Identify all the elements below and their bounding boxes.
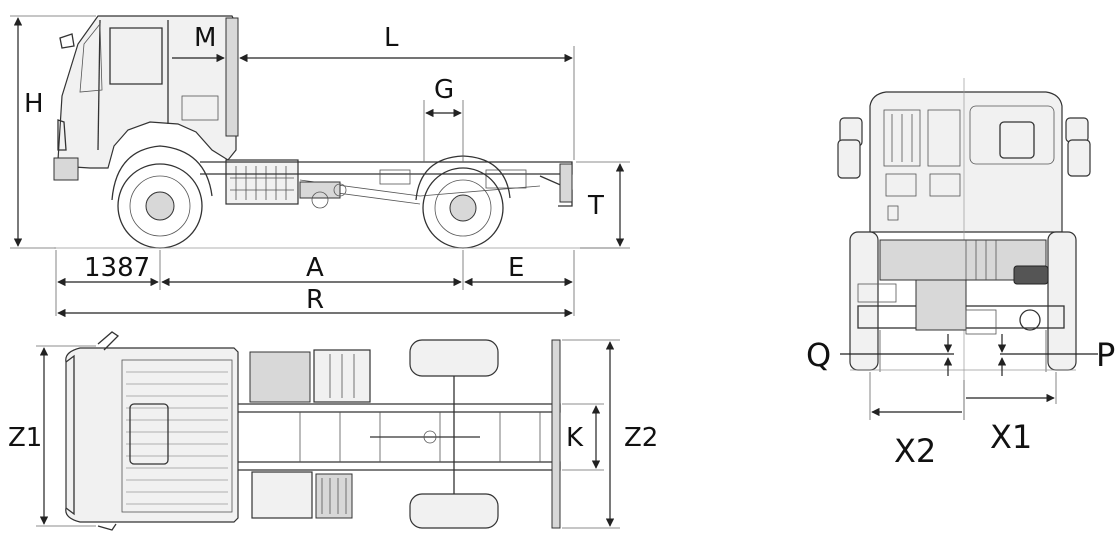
front-view-dimensions xyxy=(840,334,1098,420)
side-view-dimensions xyxy=(10,15,630,318)
dim-label-Q: Q xyxy=(806,336,831,374)
dim-label-E: E xyxy=(508,253,524,283)
dim-label-T: T xyxy=(587,191,604,221)
dim-label-A: A xyxy=(306,253,324,283)
dim-label-R: R xyxy=(306,285,324,315)
side-view-drawing xyxy=(53,15,620,249)
dim-label-front-overhang: 1387 xyxy=(84,253,150,283)
top-view-dimensions xyxy=(36,339,620,529)
dim-label-Z1: Z1 xyxy=(8,423,42,453)
dim-label-L: L xyxy=(384,23,399,53)
dim-label-X1: X1 xyxy=(990,418,1032,456)
dim-label-H: H xyxy=(24,89,44,119)
dim-label-K: K xyxy=(566,423,584,453)
dim-label-P: P xyxy=(1096,336,1115,374)
dim-label-Z2: Z2 xyxy=(624,423,658,453)
dim-label-G: G xyxy=(434,75,454,105)
dim-label-X2: X2 xyxy=(894,432,936,470)
top-view-drawing xyxy=(65,331,561,531)
front-view-drawing xyxy=(837,78,1091,420)
dim-label-M: M xyxy=(194,23,216,53)
